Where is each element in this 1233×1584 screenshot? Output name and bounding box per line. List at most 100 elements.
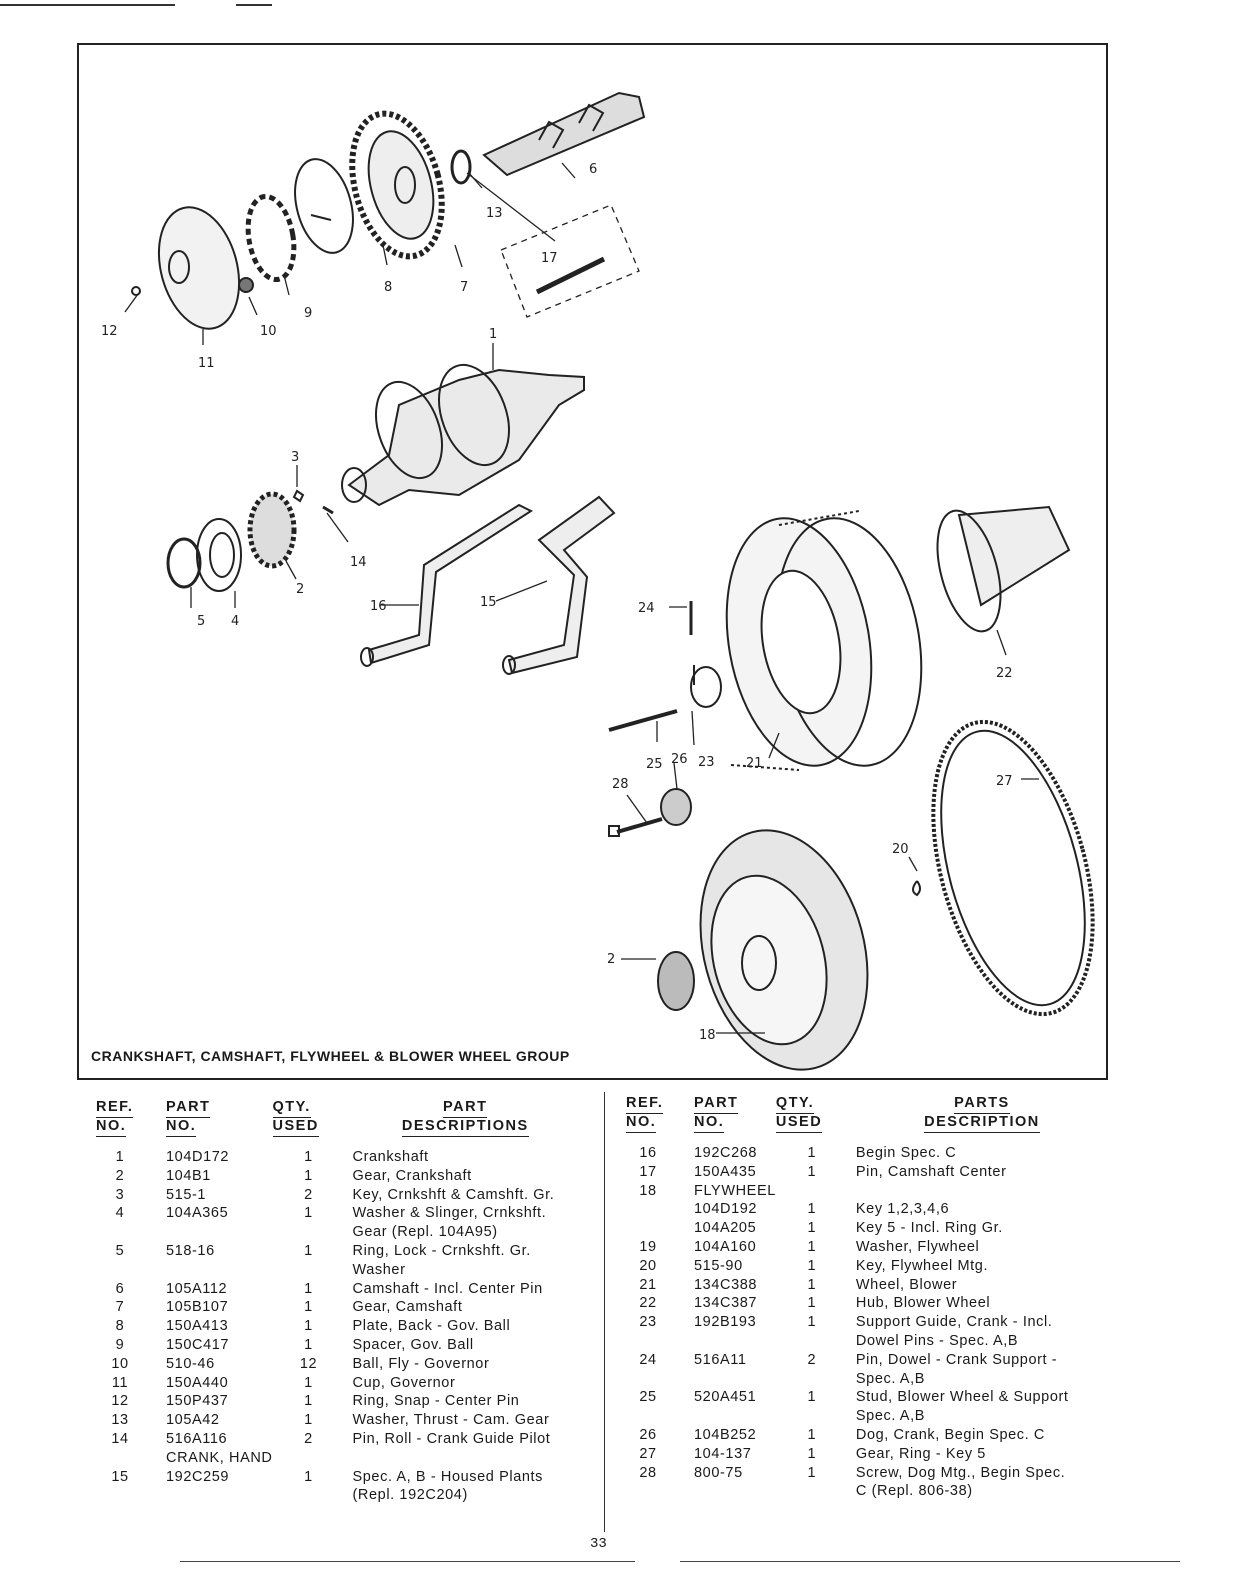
table-row: Gear (Repl. 104A95)	[96, 1223, 586, 1242]
header-qty-used: QTY.USED	[775, 1094, 848, 1144]
ref-cell: 1	[115, 1149, 125, 1165]
ref-cell	[96, 1449, 144, 1468]
part-no-cell	[670, 1482, 776, 1501]
crankshaft-gear-part	[247, 491, 297, 569]
qty-cell: 1	[807, 1314, 817, 1331]
column-divider	[604, 1092, 605, 1532]
ref-cell	[96, 1486, 144, 1505]
ref-cell: 22	[639, 1295, 657, 1312]
ref-cell: 6	[115, 1280, 125, 1297]
part-no-cell: 104B1	[166, 1167, 211, 1184]
flywheel-washer-part	[657, 951, 695, 1011]
description-cell: Key 1,2,3,4,6	[855, 1201, 950, 1218]
qty-cell: 1	[304, 1412, 313, 1429]
description-cell: Crankshaft	[352, 1149, 429, 1165]
ref-cell: 27	[639, 1445, 657, 1462]
description-cell: Spacer, Gov. Ball	[352, 1336, 474, 1353]
callout-label: 1	[489, 327, 497, 342]
camshaft-gear-part	[349, 110, 445, 260]
qty-cell	[273, 1449, 345, 1468]
qty-cell: 2	[304, 1186, 313, 1203]
support-guide-part	[690, 666, 722, 708]
part-no-cell: 516A116	[166, 1430, 228, 1447]
ref-cell: 19	[639, 1238, 657, 1255]
ref-cell: 23	[639, 1314, 657, 1331]
description-cell: Stud, Blower Wheel & Support	[855, 1389, 1069, 1406]
part-no-cell: 515-1	[166, 1186, 207, 1203]
fly-ball-part	[238, 277, 254, 293]
scan-edge-line	[680, 1561, 1180, 1562]
part-no-cell	[144, 1223, 273, 1242]
description-cell: (Repl. 192C204)	[352, 1487, 468, 1504]
callout-label: 11	[198, 356, 215, 371]
qty-cell: 1	[807, 1238, 817, 1255]
description-cell: Pin, Camshaft Center	[855, 1163, 1007, 1180]
callout-label: 2	[296, 582, 304, 597]
description-cell: Ring, Lock - Crnkshft. Gr.	[352, 1242, 531, 1259]
callout-label: 15	[480, 595, 497, 610]
description-cell: Key, Flywheel Mtg.	[855, 1257, 989, 1274]
part-no-cell: 800-75	[694, 1464, 743, 1481]
ref-cell: 16	[639, 1145, 657, 1161]
part-no-cell	[144, 1486, 273, 1505]
callout-label: 5	[197, 614, 205, 629]
ref-cell: 26	[639, 1426, 657, 1443]
qty-cell: 1	[304, 1205, 313, 1222]
part-no-cell: 150P437	[166, 1393, 229, 1410]
ref-cell: 18	[639, 1182, 657, 1199]
hand-crank-15-part	[507, 495, 616, 675]
callout-label: 18	[699, 1028, 716, 1043]
qty-cell	[776, 1407, 848, 1426]
qty-cell: 1	[304, 1167, 313, 1184]
qty-cell: 1	[304, 1149, 313, 1165]
part-no-cell: 520A451	[694, 1389, 757, 1406]
description-cell	[848, 1182, 1116, 1201]
part-no-cell: 134C387	[694, 1295, 758, 1312]
description-cell: Ring, Snap - Center Pin	[352, 1393, 520, 1410]
callout-label: 28	[612, 777, 629, 792]
washer-slinger-part	[196, 518, 242, 592]
description-cell: Hub, Blower Wheel	[855, 1295, 991, 1312]
ref-cell: 7	[115, 1299, 125, 1316]
callout-label: 3	[291, 450, 299, 465]
part-no-cell: CRANK, HAND	[166, 1449, 273, 1466]
part-no-cell: 516A11	[694, 1351, 747, 1368]
qty-cell: 1	[304, 1242, 313, 1259]
qty-cell: 1	[807, 1464, 817, 1481]
description-cell: Pin, Dowel - Crank Support -	[855, 1351, 1058, 1368]
table-row: Spec. A,B	[626, 1407, 1116, 1426]
callout-label: 7	[460, 280, 468, 295]
part-no-cell: 192C268	[694, 1145, 758, 1161]
part-no-cell	[144, 1261, 273, 1280]
qty-cell: 1	[807, 1426, 817, 1443]
description-cell: Spec. A,B	[855, 1408, 925, 1425]
ref-cell: 14	[111, 1430, 129, 1447]
scan-edge-line	[236, 4, 272, 6]
callout-label: 17	[541, 251, 558, 266]
qty-cell: 1	[807, 1295, 817, 1312]
callout-label: 8	[384, 280, 392, 295]
callout-label: 13	[486, 206, 503, 221]
ref-cell	[626, 1332, 670, 1351]
qty-cell: 1	[304, 1318, 313, 1335]
table-row: (Repl. 192C204)	[96, 1486, 586, 1505]
exploded-parts-drawing: 12 11 10 9 8 7 13 17 6 1 3 14 5 4 2 16 1…	[101, 91, 1095, 1071]
callout-label: 20	[892, 842, 909, 857]
qty-cell: 12	[299, 1355, 318, 1372]
part-no-cell: 104A365	[166, 1205, 229, 1222]
part-no-cell: 104A205	[694, 1220, 757, 1237]
